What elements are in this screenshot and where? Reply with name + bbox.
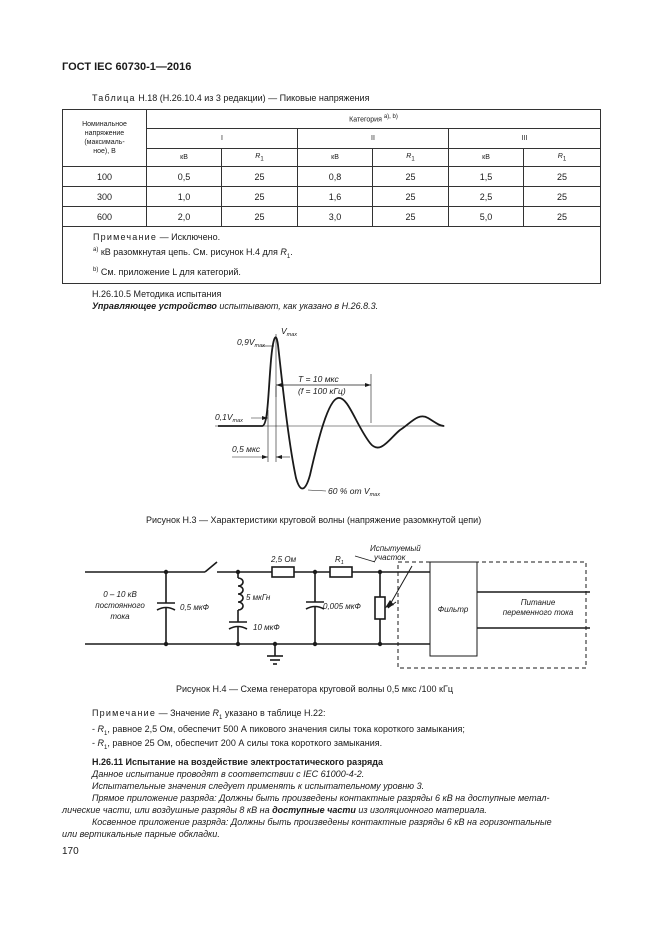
ring-wave-generator-circuit: 0 – 10 кВ постоянного тока 0,5 мкФ 5 мкГ… <box>85 544 590 669</box>
note-r1-values: Примечание — Значение R1 указано в табли… <box>92 708 326 721</box>
label-filter: Фильтр <box>438 605 469 614</box>
svg-text:тока: тока <box>110 612 130 621</box>
svg-text:переменного тока: переменного тока <box>503 608 574 617</box>
section-heading-test-method: Н.26.10.5 Методика испытания <box>92 289 222 299</box>
paragraph: Испытательные значения следует применять… <box>92 781 425 791</box>
table-notes: Примечание — Исключено. a) кВ разомкнута… <box>61 226 602 284</box>
nominal-voltage-header: Номинальное напряжение (максималь- ное),… <box>62 109 147 167</box>
paragraph: Данное испытание проводят в соответствии… <box>92 769 365 779</box>
figure-h3-caption: Рисунок Н.3 — Характеристики круговой во… <box>146 515 482 525</box>
label-supply: Питание <box>521 598 556 607</box>
paragraph: Косвенное приложение разряда: Должны быт… <box>92 817 552 827</box>
svg-text:участок: участок <box>373 553 407 562</box>
category-i: I <box>146 128 298 149</box>
sub-kv: кВ <box>297 148 373 167</box>
list-item: - R1, равное 2,5 Ом, обеспечит 500 А пик… <box>92 724 465 737</box>
label-c1: 0,5 мкФ <box>180 603 210 612</box>
label-r1: R1 <box>335 555 344 566</box>
label-05us: 0,5 мкс <box>232 444 261 454</box>
label-60percent: 60 % от Vmax <box>328 486 380 498</box>
paragraph: лические части, или воздушные разряды 8 … <box>62 805 487 815</box>
label-frequency: (f = 100 кГц) <box>298 386 346 396</box>
note-label: Примечание <box>93 232 158 242</box>
sub-r1: R1 <box>372 148 449 167</box>
table-caption-text: Н.18 (Н.26.10.4 из 3 редакции) — Пиковые… <box>138 93 370 103</box>
paragraph: Прямое приложение разряда: Должны быть п… <box>92 793 550 803</box>
label-c2: 10 мкФ <box>253 623 280 632</box>
peak-voltage-table: Номинальное напряжение (максималь- ное),… <box>61 109 602 284</box>
list-item: - R1, равное 25 Ом, обеспечит 200 А силы… <box>92 738 383 751</box>
section-text: Управляющее устройство испытывают, как у… <box>92 301 379 311</box>
figure-h4-caption: Рисунок Н.4 — Схема генератора круговой … <box>176 684 454 694</box>
label-vmax: Vmax <box>281 326 297 338</box>
label-c3: 0,005 мкФ <box>323 602 362 611</box>
category-ii: II <box>297 128 449 149</box>
label-r-series: 2,5 Ом <box>270 555 297 564</box>
label-inductor: 5 мкГн <box>246 593 271 602</box>
category-iii: III <box>447 128 602 149</box>
category-header: Категория a), b) <box>145 109 602 129</box>
label-period: T = 10 мкс <box>298 374 339 384</box>
section-heading-esd: Н.26.11 Испытание на воздействие электро… <box>92 757 384 767</box>
sub-kv: кВ <box>448 148 524 167</box>
paragraph: или вертикальные парные обкладки. <box>62 829 220 839</box>
document-header: ГОСТ IEC 60730-1—2016 <box>62 61 192 73</box>
sub-r1: R1 <box>522 148 602 167</box>
ring-wave-waveform: 0,9Vmax Vmax T = 10 мкс (f = 100 кГц) 0,… <box>215 326 445 498</box>
note-text: — Исключено. <box>159 232 221 242</box>
table-caption: Таблица Н.18 (Н.26.10.4 из 3 редакции) —… <box>92 93 369 103</box>
label-source: 0 – 10 кВ <box>103 590 137 599</box>
label-dut: Испытуемый <box>370 544 421 553</box>
page-number: 170 <box>62 846 79 857</box>
table-caption-label: Таблица <box>92 93 136 103</box>
sub-kv: кВ <box>146 148 222 167</box>
label-01vmax: 0,1Vmax <box>215 412 243 424</box>
svg-text:постоянного: постоянного <box>95 601 145 610</box>
label-09vmax: 0,9Vmax <box>237 337 265 349</box>
sub-r1: R1 <box>221 148 298 167</box>
